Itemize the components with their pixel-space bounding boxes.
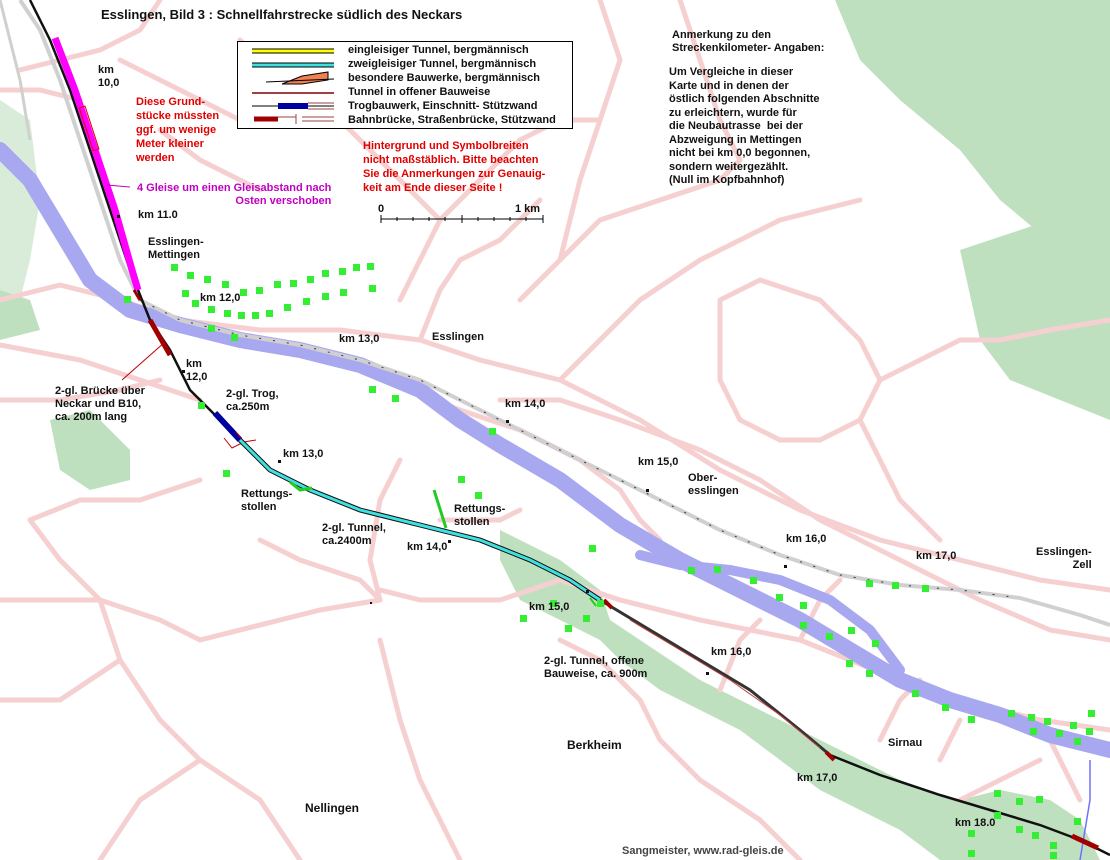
scale-bar-line	[380, 215, 544, 223]
tracks-shift-note: 4 Gleise um einen Gleisabstand nach Oste…	[137, 182, 332, 207]
km-marker-13-old: km 13,0	[339, 333, 380, 345]
legend-label-special-structure: besondere Bauwerke, bergmännisch	[348, 72, 540, 84]
km-marker-12-old: km 12,0	[200, 292, 241, 304]
rescue-tunnel-2	[432, 489, 448, 529]
river-neckar	[0, 142, 1110, 758]
plots-pointer	[106, 184, 131, 188]
place-mettingen: Esslingen- Mettingen	[148, 236, 204, 261]
trough-label: 2-gl. Trog, ca.250m	[226, 388, 279, 413]
open-tunnel	[599, 598, 831, 757]
plots-marker	[78, 105, 100, 152]
km-marker-12-new: km 12,0	[186, 358, 208, 383]
place-sirnau: Sirnau	[888, 737, 923, 749]
bridge-pointer	[121, 341, 166, 381]
plots-note: Diese Grund- stücke müssten ggf. um weni…	[136, 96, 220, 164]
river-neckar-arm	[635, 550, 905, 675]
km-marker-17-new: km 17,0	[797, 772, 838, 784]
rescue-tunnel-label-1: Rettungs- stollen	[241, 488, 293, 513]
shifted-tracks	[51, 36, 142, 292]
km-marker-16-new: km 16,0	[711, 646, 752, 658]
legend-label-single-tunnel: eingleisiger Tunnel, bergmännisch	[348, 44, 529, 56]
place-zell: Esslingen- Zell	[1036, 546, 1092, 571]
place-oberesslingen: Ober- esslingen	[688, 472, 739, 497]
map-title: Esslingen, Bild 3 : Schnellfahrstrecke s…	[101, 7, 463, 22]
km-note-body: Um Vergleiche in dieser Karte und in den…	[669, 66, 820, 186]
place-esslingen: Esslingen	[432, 331, 484, 343]
south-bridge-1	[824, 750, 836, 762]
scale-warning-note: Hintergrund und Symbolbreiten nicht maßs…	[363, 140, 546, 194]
legend-symbols	[252, 48, 335, 124]
portal-wall	[589, 597, 597, 607]
credit-line: Sangmeister, www.rad-gleis.de	[622, 845, 784, 857]
legend-label-open-tunnel: Tunnel in offener Bauweise	[348, 86, 491, 98]
km-marker-14-new: km 14,0	[407, 541, 448, 553]
km-note-title: Anmerkung zu den Streckenkilometer- Anga…	[672, 29, 825, 54]
km-ticks	[117, 215, 787, 675]
place-nellingen: Nellingen	[305, 801, 360, 815]
bridge-small	[132, 289, 142, 301]
km-marker-15-new: km 15,0	[529, 601, 570, 613]
km-marker-17-old: km 17,0	[916, 550, 957, 562]
legend-label-trough: Trogbauwerk, Einschnitt- Stützwand	[348, 100, 538, 112]
creek	[1079, 760, 1091, 860]
place-berkheim: Berkheim	[567, 738, 622, 752]
rescue-tunnel-label-2: Rettungs- stollen	[454, 503, 506, 528]
scale-end-label: 1 km	[515, 203, 541, 215]
trough	[212, 410, 243, 443]
trough-wall	[223, 431, 257, 449]
km-marker-13-new: km 13,0	[283, 448, 324, 460]
km-marker-15-old: km 15,0	[638, 456, 679, 468]
bored-tunnel-fill	[238, 438, 601, 602]
km-marker-18-new: km 18.0	[955, 817, 996, 829]
km-marker-11-old: km 11.0	[138, 209, 178, 221]
bridge-label: 2-gl. Brücke über Neckar und B10, ca. 20…	[55, 385, 145, 423]
legend-box: eingleisiger Tunnel, bergmännisch zweigl…	[237, 41, 573, 129]
open-tunnel-label: 2-gl. Tunnel, offene Bauweise, ca. 900m	[544, 655, 648, 680]
tunnel-label: 2-gl. Tunnel, ca.2400m	[322, 522, 386, 547]
km-marker-14-old: km 14,0	[505, 398, 546, 410]
legend-label-bridges: Bahnbrücke, Straßenbrücke, Stützwand	[348, 114, 556, 126]
legend-label-double-tunnel: zweigleisiger Tunnel, bergmännisch	[348, 58, 537, 70]
scale-start-label: 0	[378, 203, 385, 215]
km-marker-16-old: km 16,0	[786, 533, 827, 545]
rescue-tunnel-1	[289, 480, 313, 492]
km-marker-10-old: km 10,0	[98, 64, 120, 89]
open-tunnel-inner	[629, 619, 821, 749]
portal-bridge	[602, 598, 614, 610]
main-bridge	[147, 318, 173, 357]
south-bridge-2	[1070, 833, 1100, 851]
green-markers	[124, 263, 1095, 859]
